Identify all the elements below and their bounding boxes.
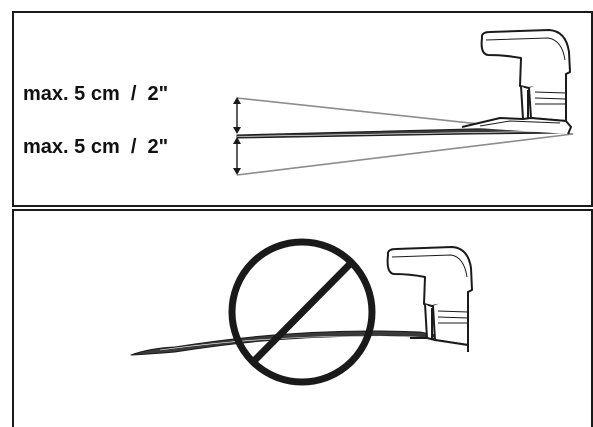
curved-plate bbox=[130, 330, 457, 356]
prohibited-icon bbox=[228, 238, 376, 386]
lower-tolerance-label: max. 5 cm / 2" bbox=[23, 136, 169, 158]
lower-guide-line bbox=[236, 133, 574, 176]
upper-tolerance-label: max. 5 cm / 2" bbox=[23, 83, 169, 105]
base-unit-illustration bbox=[386, 246, 473, 352]
base-unit-illustration bbox=[461, 29, 572, 135]
double-arrow-icon bbox=[233, 137, 241, 175]
double-arrow-icon bbox=[233, 97, 241, 134]
